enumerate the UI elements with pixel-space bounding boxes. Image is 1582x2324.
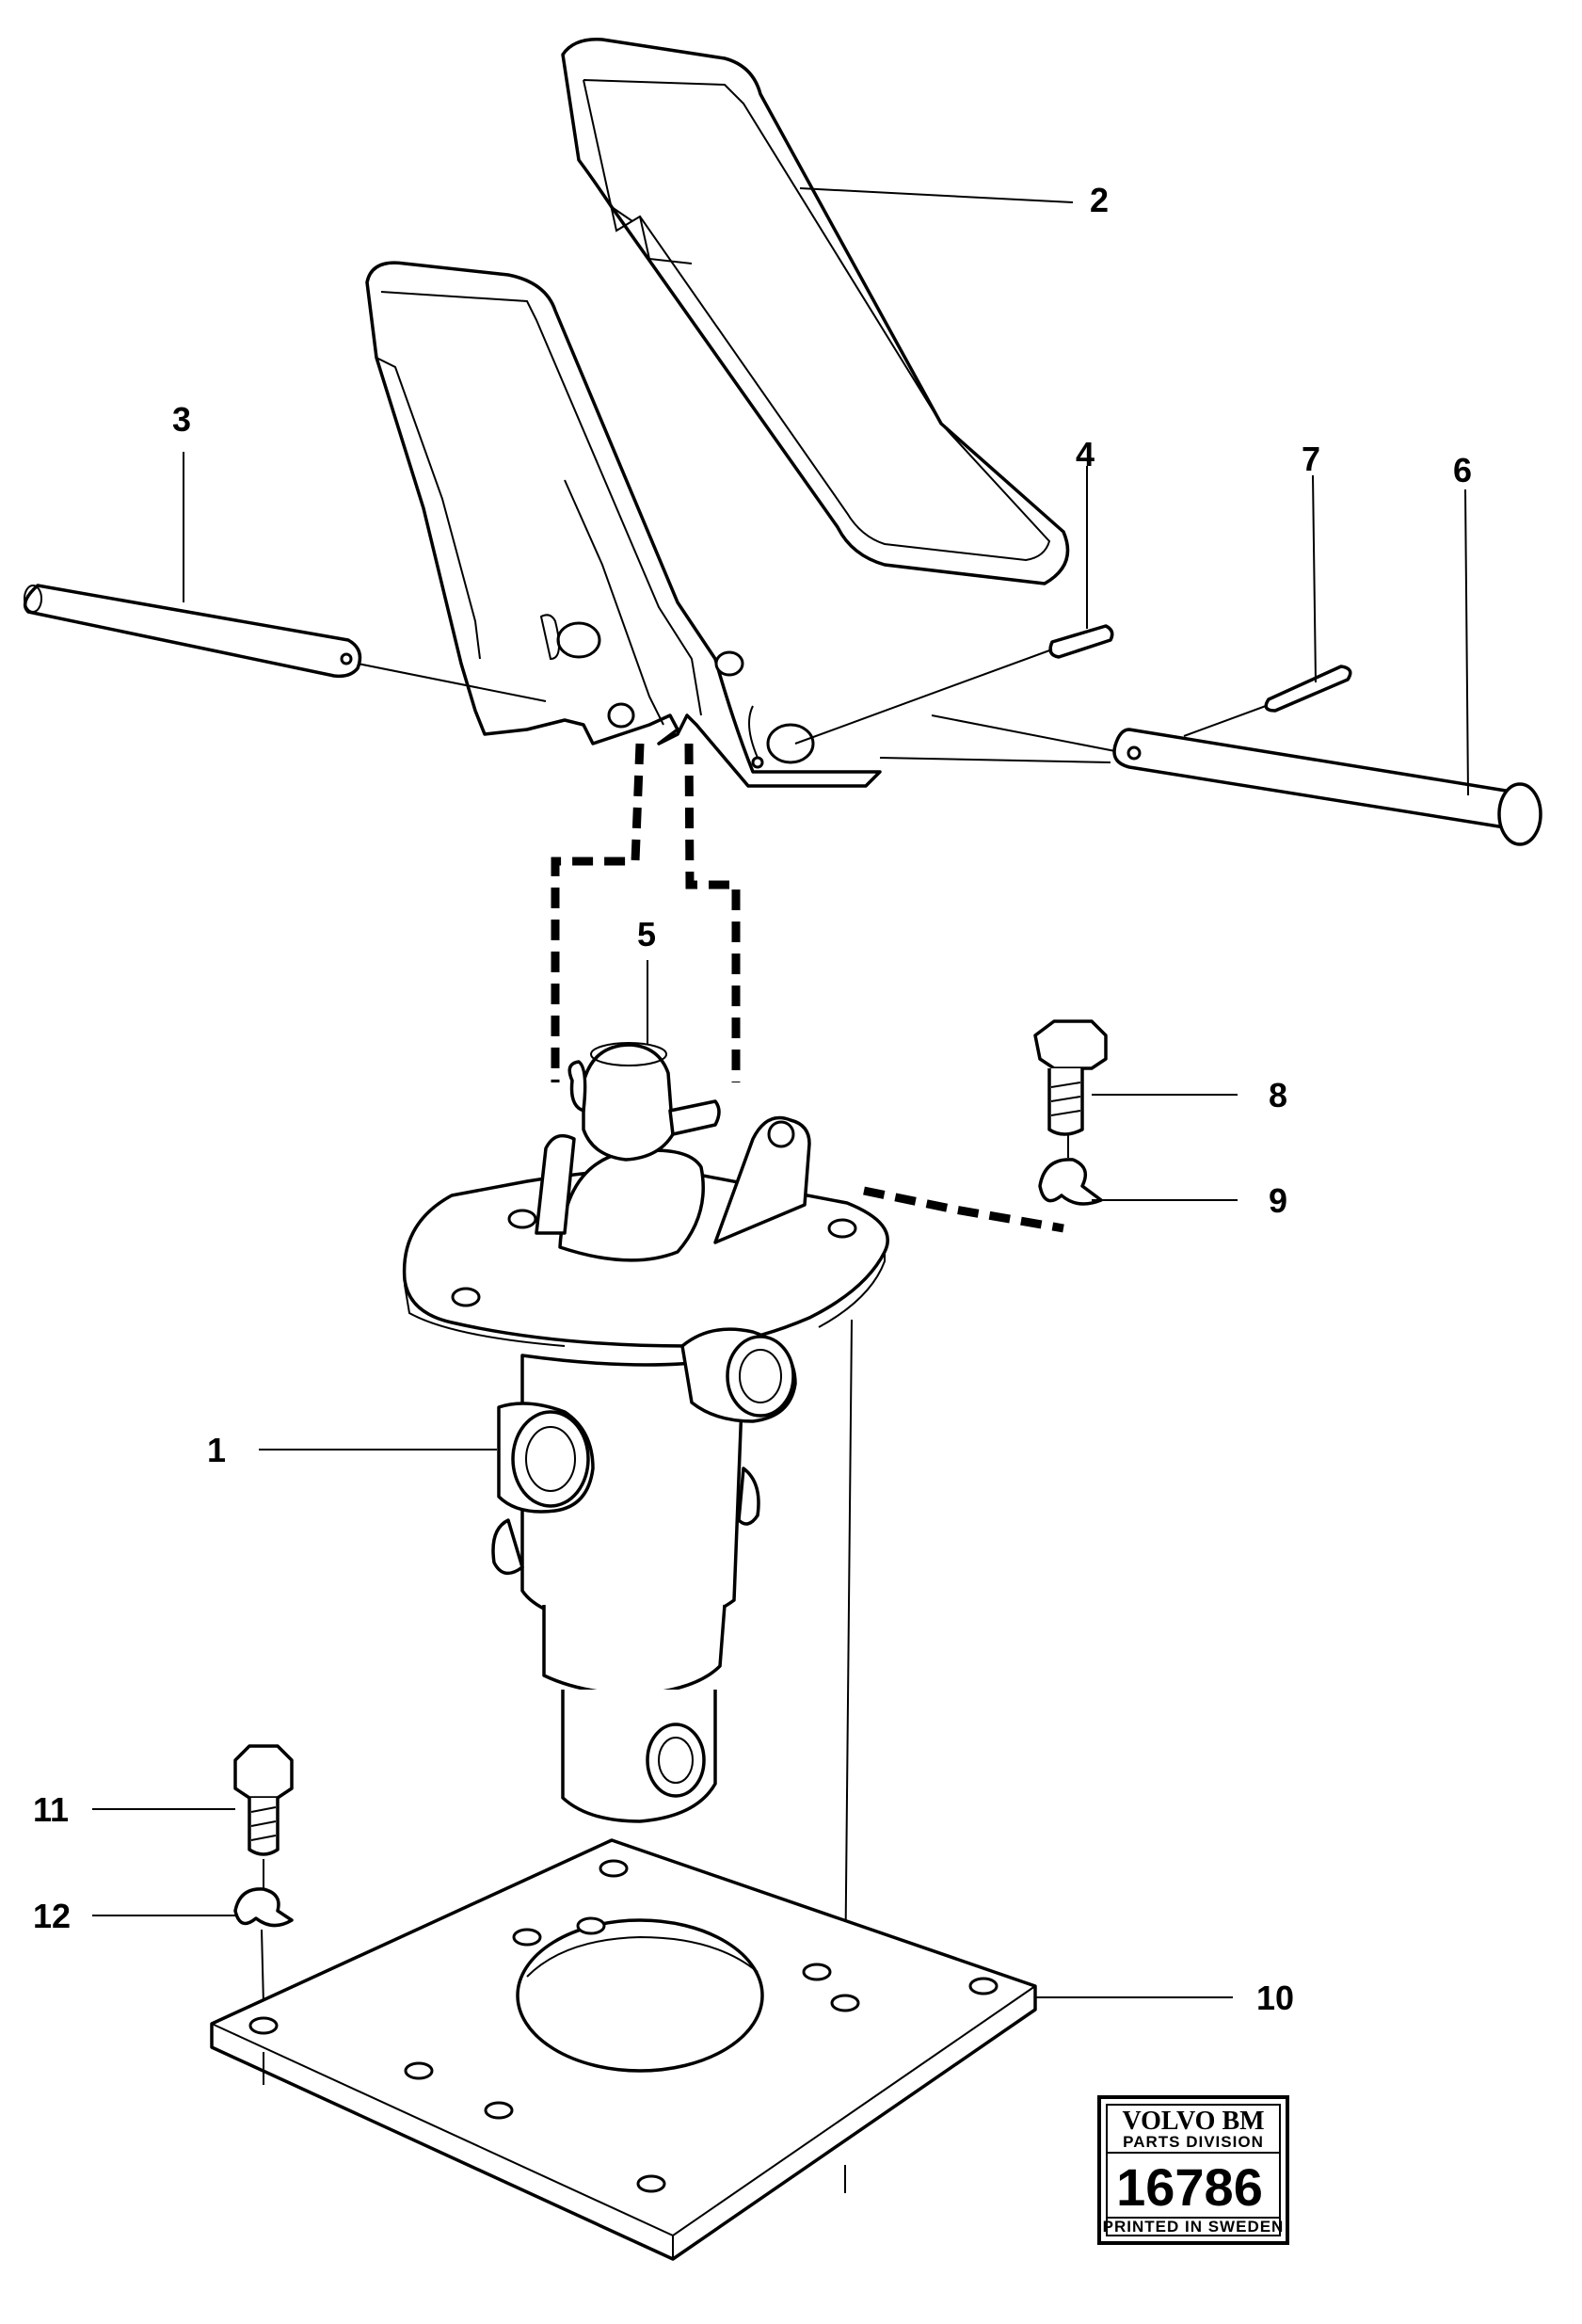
stamp-number: 16786 xyxy=(1116,2157,1263,2217)
callout-11: 11 xyxy=(33,1790,69,1829)
callout-4: 4 xyxy=(1076,435,1095,473)
callout-6: 6 xyxy=(1453,451,1472,489)
callout-5: 5 xyxy=(637,915,656,954)
part-12-washer xyxy=(233,1887,294,2006)
volvo-bm-stamp: VOLVO BM PARTS DIVISION 16786 PRINTED IN… xyxy=(1097,2095,1289,2245)
part-1-brake-valve xyxy=(402,1042,889,1987)
callout-12: 12 xyxy=(33,1897,71,1935)
part-9-washer xyxy=(1038,1158,1103,1206)
part-4-roll-pin xyxy=(794,624,1114,745)
pedal-bracket-assembly xyxy=(365,261,882,788)
part-8-bolt xyxy=(1033,1019,1108,1158)
callout-2: 2 xyxy=(1090,181,1109,219)
callout-10: 10 xyxy=(1256,1979,1294,2017)
part-2-pedal-pad xyxy=(561,38,1070,585)
callout-8: 8 xyxy=(1269,1076,1287,1114)
hidden-link-dashed xyxy=(551,743,1064,1233)
stamp-footer: PRINTED IN SWEDEN xyxy=(1103,2218,1285,2236)
part-11-bolt xyxy=(233,1744,294,1892)
callout-1: 1 xyxy=(207,1431,226,1469)
callout-9: 9 xyxy=(1269,1181,1287,1220)
callout-leaders xyxy=(92,187,1469,1998)
callout-labels: 2 3 4 7 6 5 8 9 1 11 12 10 xyxy=(33,181,1472,2017)
part-7-cotter-pin xyxy=(1183,665,1352,737)
callout-3: 3 xyxy=(172,400,191,439)
stamp-brand: VOLVO BM xyxy=(1122,2107,1264,2136)
part-10-mounting-plate xyxy=(210,1838,1037,2261)
stamp-division: PARTS DIVISION xyxy=(1123,2133,1264,2151)
part-3-pin xyxy=(23,584,547,702)
part-6-long-pin xyxy=(879,714,1542,846)
callout-7: 7 xyxy=(1302,440,1320,478)
